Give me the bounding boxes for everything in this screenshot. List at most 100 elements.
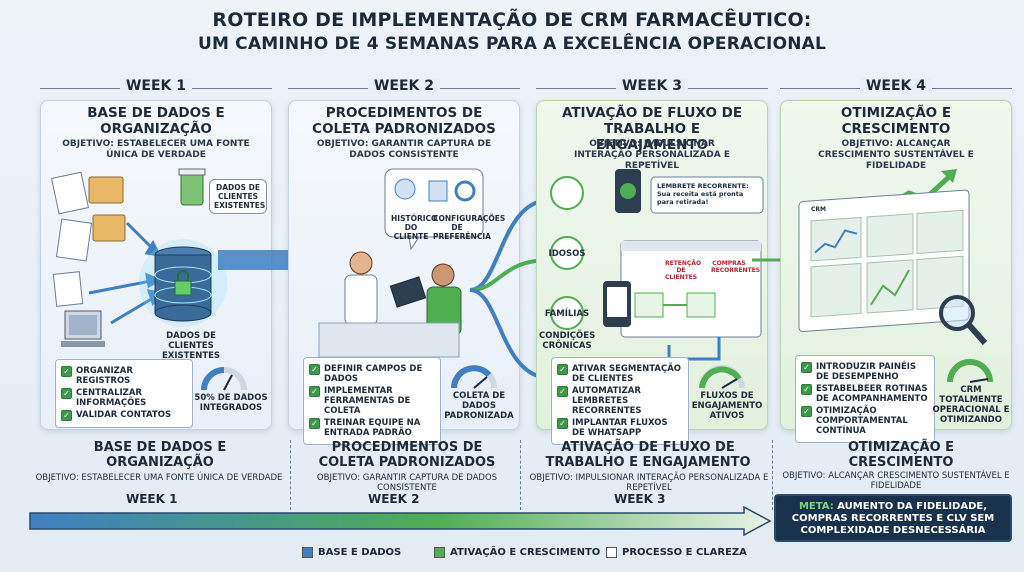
week-2-illustration (318, 168, 484, 358)
checklist-item: ✓ORGANIZAR REGISTROS (61, 366, 187, 386)
checklist-item: ✓VALIDAR CONTATOS (61, 410, 187, 421)
week-3-recurring: COMPRAS RECORRENTES (711, 260, 761, 274)
timeline-week-1: WEEK 1 (126, 492, 178, 506)
legend-swatch (434, 547, 445, 558)
segment-families: FAMÍLIAS (544, 309, 590, 319)
week-1-heading: BASE DE DADOS E ORGANIZAÇÃO (87, 105, 225, 137)
week-2-checklist: ✓DEFINIR CAMPOS DE DADOS ✓IMPLEMENTAR FE… (303, 357, 441, 445)
week-4-dashboard-title: CRM (811, 206, 826, 213)
segment-chronic: CONDIÇÕES CRÔNICAS (539, 331, 596, 351)
checklist-item: ✓TREINAR EQUIPE NA ENTRADA PADRÃO (309, 418, 435, 438)
check-icon: ✓ (309, 386, 320, 397)
check-icon: ✓ (801, 384, 812, 395)
week-1-checklist: ✓ORGANIZAR REGISTROS ✓CENTRALIZAR INFORM… (55, 359, 193, 428)
week-2-objective: OBJETIVO: GARANTIR CAPTURA DE DADOS CONS… (316, 139, 492, 160)
week-2-summary-heading: PROCEDIMENTOS DE COLETA PADRONIZADOS (318, 440, 496, 470)
legend-swatch (606, 547, 617, 558)
check-icon: ✓ (801, 406, 812, 417)
week-3-illustration (550, 169, 764, 361)
week-4-header: WEEK 4 (780, 78, 1012, 100)
checklist-item: ✓ATIVAR SEGMENTAÇÃO DE CLIENTES (557, 364, 683, 384)
week-1-summary-objective: OBJETIVO: ESTABELECER UMA FONTE ÚNICA DE… (35, 473, 283, 483)
week-3-label: WEEK 3 (615, 78, 689, 94)
pharmacist-icon (344, 251, 378, 326)
checklist-item: ✓AUTOMATIZAR LEMBRETES RECORRENTES (557, 386, 683, 416)
week-4-gauge-label: CRM TOTALMENTE OPERACIONAL E OTIMIZANDO (932, 385, 1010, 425)
week-4-panel: OTIMIZAÇÃO E CRESCIMENTO OBJETIVO: ALCAN… (780, 100, 1012, 443)
week-2-label: WEEK 2 (367, 78, 441, 94)
gauge-icon (451, 365, 497, 389)
week-2-summary-objective: OBJETIVO: GARANTIR CAPTURA DE DADOS CONS… (316, 473, 498, 493)
timeline-week-3: WEEK 3 (614, 492, 666, 506)
title-line-2: UM CAMINHO DE 4 SEMANAS PARA A EXCELÊNCI… (197, 34, 827, 54)
goal-box: META: AUMENTO DA FIDELIDADE, COMPRAS REC… (774, 494, 1012, 542)
week-2-header: WEEK 2 (288, 78, 520, 100)
laptop-icon (620, 240, 762, 338)
jar-icon (178, 168, 206, 206)
check-icon: ✓ (309, 364, 320, 375)
divider (772, 440, 773, 510)
week-4-illustration (798, 169, 988, 345)
week-1-db-label: DADOS DE CLIENTES EXISTENTES (161, 331, 221, 361)
checklist-item: ✓IMPLANTAR FLUXOS DE WHATSAPP (557, 418, 683, 438)
divider (520, 440, 521, 510)
magnifier-icon (939, 295, 975, 331)
legend-item-process: PROCESSO E CLAREZA (606, 547, 747, 558)
segment-elderly: IDOSOS (548, 249, 586, 259)
goal-prefix: META: (798, 501, 834, 512)
week-1-illustration (50, 168, 227, 347)
gear-icon (454, 180, 476, 202)
check-icon: ✓ (801, 362, 812, 373)
week-4-heading: OTIMIZAÇÃO E CRESCIMENTO (840, 105, 952, 137)
check-icon: ✓ (61, 366, 72, 377)
week-3-heading: ATIVAÇÃO DE FLUXO DE TRABALHO E ENGAJAME… (561, 105, 743, 153)
week-4-label: WEEK 4 (859, 78, 933, 94)
week-1-callout-data: DADOS DE CLIENTES EXISTENTES (209, 179, 267, 214)
week-3-summary-heading: ATIVAÇÃO DE FLUXO DE TRABALHO E ENGAJAME… (545, 440, 751, 470)
check-icon: ✓ (61, 388, 72, 399)
week-1-label: WEEK 1 (119, 78, 193, 94)
user-icon (394, 178, 416, 200)
legend-swatch (302, 547, 313, 558)
gauge-icon (947, 359, 993, 383)
folder-icon (50, 171, 126, 307)
timeline-arrow (29, 506, 772, 536)
week-3-header: WEEK 3 (536, 78, 768, 100)
checklist-item: ✓DEFINIR CAMPOS DE DADOS (309, 364, 435, 384)
tablet-icon (389, 276, 427, 308)
elderly-icon (550, 176, 584, 210)
week-1-header: WEEK 1 (40, 78, 272, 100)
week-2-callout-preferences: CONFIGURAÇÕES DE PREFERÊNCIA (433, 214, 506, 241)
week-3-objective: OBJETIVO: IMPULSIONAR INTERAÇÃO PERSONAL… (573, 139, 730, 171)
check-icon: ✓ (557, 364, 568, 375)
checklist-item: ✓INTRODUZIR PAINÉIS DE DESEMPENHO (801, 362, 929, 382)
profile-icon (428, 180, 448, 202)
week-3-reminder: LEMBRETE RECORRENTE: Sua receita está pr… (657, 182, 749, 206)
family-icon (550, 236, 584, 270)
week-4-summary-objective: OBJETIVO: ALCANÇAR CRESCIMENTO SUSTENTÁV… (782, 471, 1010, 491)
week-2-heading: PROCEDIMENTOS DE COLETA PADRONIZADOS (312, 105, 496, 137)
gauge-icon (201, 367, 247, 391)
checklist-item: ✓OTIMIZAÇÃO COMPORTAMENTAL CONTÍNUA (801, 406, 929, 436)
week-4-checklist: ✓INTRODUZIR PAINÉIS DE DESEMPENHO ✓ESTAB… (795, 355, 935, 443)
legend-item-base: BASE E DADOS (302, 547, 401, 558)
checklist-item: ✓CENTRALIZAR INFORMAÇÕES (61, 388, 187, 408)
divider (290, 440, 291, 510)
week-1-gauge-label: 50% DE DADOS INTEGRADOS (194, 393, 268, 413)
week-3-summary-objective: OBJETIVO: IMPULSIONAR INTERAÇÃO PERSONAL… (529, 473, 769, 493)
title-line-1: ROTEIRO DE IMPLEMENTAÇÃO DE CRM FARMACÊU… (212, 9, 812, 31)
check-icon: ✓ (309, 418, 320, 429)
check-icon: ✓ (557, 386, 568, 397)
computer-icon (61, 310, 105, 347)
week-3-checklist: ✓ATIVAR SEGMENTAÇÃO DE CLIENTES ✓AUTOMAT… (551, 357, 689, 445)
week-1-objective: OBJETIVO: ESTABELECER UMA FONTE ÚNICA DE… (62, 139, 250, 160)
timeline-week-2: WEEK 2 (368, 492, 420, 506)
dashboard-icon (798, 189, 970, 332)
week-2-callout-history: HISTÓRICO DO CLIENTE (391, 214, 438, 241)
week-2-panel: PROCEDIMENTOS DE COLETA PADRONIZADOS OBJ… (288, 100, 520, 445)
database-icon (139, 239, 227, 327)
chronic-icon (550, 296, 584, 330)
check-icon: ✓ (557, 418, 568, 429)
goal-text: AUMENTO DA FIDELIDADE, COMPRAS RECORRENT… (791, 501, 995, 536)
week-2-gauge-label: COLETA DE DADOS PADRONIZADA (444, 391, 514, 421)
